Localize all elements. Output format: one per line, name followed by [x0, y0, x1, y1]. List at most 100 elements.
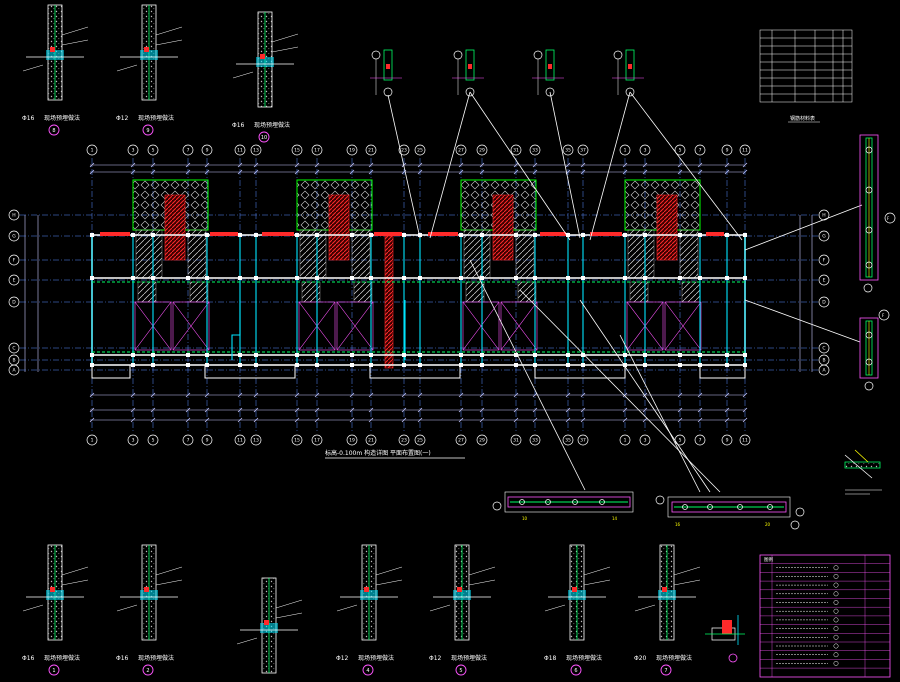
- grid-bubble-col: 3: [127, 144, 139, 156]
- grid-label: 3: [644, 438, 647, 444]
- grid-bubble-col: 11: [739, 144, 751, 156]
- grid-label: 27: [458, 148, 464, 154]
- grid-bubble-row: F: [8, 254, 20, 266]
- svg-text:F: F: [887, 216, 890, 221]
- grid-bubble-col: 7: [182, 434, 194, 446]
- legend-table: 图例: [759, 554, 891, 678]
- grid-label: 35: [565, 438, 571, 444]
- grid-label: 3: [132, 148, 135, 154]
- grid-bubble-col: 23: [398, 144, 410, 156]
- grid-label: 7: [699, 438, 702, 444]
- detail-spec: Φ12: [336, 655, 349, 662]
- grid-bubble-col: 27: [455, 434, 467, 446]
- grid-label: C: [822, 346, 825, 352]
- grid-label: 1: [91, 148, 94, 154]
- grid-label: 11: [742, 148, 748, 154]
- svg-text:14: 14: [612, 516, 618, 521]
- grid-bubble-col: 17: [311, 434, 323, 446]
- grid-label: F: [13, 258, 16, 264]
- grid-label: 21: [368, 438, 374, 444]
- grid-label: 35: [565, 148, 571, 154]
- detail-spec: Φ12: [429, 655, 442, 662]
- detail-mark: 4: [366, 668, 369, 674]
- section-marks: [370, 49, 644, 97]
- plan-title: 标高-0.100m 构造详图 平面布置图(一): [325, 449, 431, 457]
- grid-bubble-col: 21: [365, 144, 377, 156]
- grid-label: 29: [479, 438, 485, 444]
- grid-bubble-col: 31: [510, 144, 522, 156]
- detail-caption: 现场预埋做法: [358, 654, 394, 662]
- detail-spec: Φ16: [22, 115, 35, 122]
- grid-bubble-row: F: [818, 254, 830, 266]
- grid-bubble-col: 11: [234, 434, 246, 446]
- grid-label: A: [12, 368, 16, 374]
- detail-spec: Φ16: [116, 655, 129, 662]
- grid-bubble-col: 9: [201, 434, 213, 446]
- grid-bubble-col: 7: [694, 144, 706, 156]
- detail-caption: 现场预埋做法: [138, 654, 174, 662]
- grid-bubble-col: 3: [639, 434, 651, 446]
- grid-bubble-col: 13: [250, 144, 262, 156]
- grid-label: 17: [314, 148, 320, 154]
- grid-label: 11: [742, 438, 748, 444]
- grid-bubble-row: G: [818, 230, 830, 242]
- detail-caption: 现场预埋做法: [566, 654, 602, 662]
- grid-label: 25: [417, 148, 423, 154]
- grid-bubble-col: 35: [562, 434, 574, 446]
- grid-label: 19: [349, 148, 355, 154]
- grid-bubble-row: B: [818, 354, 830, 366]
- corner-detail: [705, 615, 745, 663]
- detail-caption: 现场预埋做法: [254, 121, 290, 129]
- detail-caption: 现场预埋做法: [451, 654, 487, 662]
- grid-bubble-col: 3: [639, 144, 651, 156]
- grid-bubble-col: 37: [577, 434, 589, 446]
- grid-bubble-col: 29: [476, 144, 488, 156]
- grid-label: 5: [152, 438, 155, 444]
- grid-label: 15: [294, 148, 300, 154]
- grid-bubble-col: 13: [250, 434, 262, 446]
- grid-bubble-col: 33: [529, 434, 541, 446]
- detail-caption: 现场预埋做法: [138, 114, 174, 122]
- bottom-details: Φ16现场预埋做法1Φ16现场预埋做法2Φ16现场预埋做法3Φ12现场预埋做法4…: [22, 544, 701, 676]
- grid-label: 23: [401, 438, 407, 444]
- grid-label: E: [13, 278, 16, 284]
- grid-bubble-row: A: [8, 364, 20, 376]
- section-mark: [612, 49, 644, 97]
- grid-label: 37: [580, 148, 586, 154]
- grid-bubble-col: 5: [147, 434, 159, 446]
- grid-label: 1: [624, 148, 627, 154]
- svg-text:16: 16: [675, 522, 681, 527]
- grid-bubble-row: C: [818, 342, 830, 354]
- grid-label: 31: [513, 438, 519, 444]
- grid-bubble-col: 3: [127, 434, 139, 446]
- grid-label: 13: [253, 438, 259, 444]
- grid-bubble-row: A: [818, 364, 830, 376]
- grid-bubble-col: 27: [455, 144, 467, 156]
- grid-label: 7: [187, 148, 190, 154]
- grid-label: A: [822, 368, 826, 374]
- grid-label: 3: [644, 148, 647, 154]
- grid-bubble-col: 1: [86, 434, 98, 446]
- grid-bubble-col: 5: [147, 144, 159, 156]
- detail-spec: Φ20: [634, 655, 647, 662]
- grid-bubble-col: 15: [291, 144, 303, 156]
- grid-label: 37: [580, 438, 586, 444]
- grid-label: G: [12, 234, 16, 240]
- grid-bubble-col: 1: [86, 144, 98, 156]
- grid-label: 9: [726, 148, 729, 154]
- detail-mark: 5: [459, 668, 462, 674]
- grid-bubble-row: G: [8, 230, 20, 242]
- grid-bubble-col: 7: [694, 434, 706, 446]
- grid-label: 17: [314, 438, 320, 444]
- grid-label: 1: [624, 438, 627, 444]
- grid-label: H: [12, 213, 15, 219]
- detail-spec: Φ16: [22, 655, 35, 662]
- grid-bubble-col: 35: [562, 144, 574, 156]
- grid-bubble-col: 17: [311, 144, 323, 156]
- detail-mark: 7: [664, 668, 667, 674]
- grid-bubble-col: 1: [619, 434, 631, 446]
- grid-label: C: [12, 346, 15, 352]
